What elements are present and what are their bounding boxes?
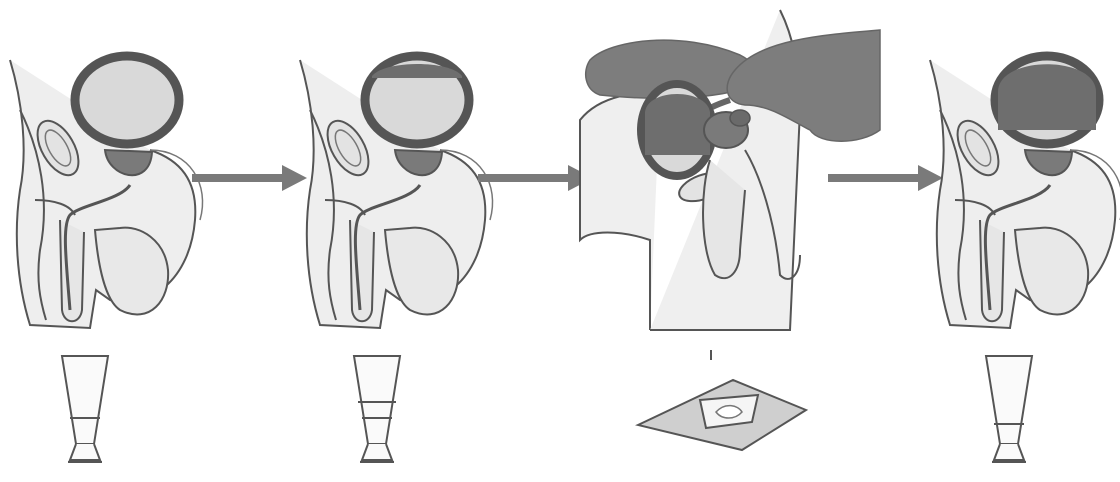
- step-4-bladder-fill: [998, 64, 1096, 130]
- step-1-bladder-icon: [75, 56, 179, 144]
- step-1-pelvis: [10, 56, 203, 328]
- step-3-slide-icon: [638, 380, 806, 450]
- step-2-pelvis: [300, 56, 493, 328]
- arrow-1-icon: [192, 165, 307, 191]
- step-3-bladder-fill: [645, 94, 710, 155]
- arrow-2-icon: [478, 165, 593, 191]
- step-4-pelvis: [930, 56, 1120, 328]
- step-3-pelvis: [580, 10, 880, 360]
- arrow-3-icon: [828, 165, 943, 191]
- step-1-cup-icon: [62, 356, 108, 462]
- step-2-cup-icon: [354, 356, 400, 462]
- step-4-cup-icon: [986, 356, 1032, 462]
